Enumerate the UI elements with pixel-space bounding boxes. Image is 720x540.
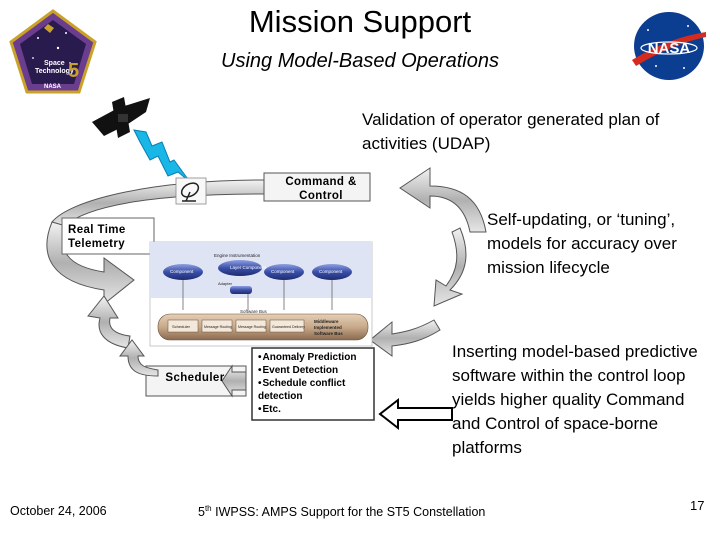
footer-date: October 24, 2006 <box>10 504 107 518</box>
scheduler-arrow <box>221 364 247 398</box>
bus-box-1: Scheduler <box>172 324 191 329</box>
scheduler-up-arrow <box>119 339 159 377</box>
command-control-label: Command & Control <box>276 175 366 203</box>
real-time-line-2: Telemetry <box>68 238 126 250</box>
nasa-wordmark: NASA <box>648 40 691 57</box>
middleware-line-1: Middleware <box>314 319 339 324</box>
arch-component-1: Component <box>170 269 194 274</box>
feature-list: Anomaly Prediction Event Detection Sched… <box>258 351 373 416</box>
scheduler-loop-arrow <box>87 295 131 349</box>
st5-logo: Space Technology 5 NASA <box>9 9 97 94</box>
insert-pointer-arrow <box>378 397 453 431</box>
command-control-line-2: Control <box>299 190 343 202</box>
callout-inserting: Inserting model-based predictive softwar… <box>452 342 698 457</box>
arch-adapter-label: Adapter <box>218 281 233 286</box>
arch-bus-label: Software Bus <box>240 309 268 314</box>
middleware-line-3: Software Bus <box>314 331 343 336</box>
feature-item: Anomaly Prediction <box>258 351 373 364</box>
bus-box-2: Message Routing <box>204 325 232 329</box>
nasa-logo: NASA <box>632 12 706 80</box>
arch-layer-component: Layer Component <box>230 265 267 270</box>
st5-nasa-text: NASA <box>44 84 62 90</box>
bus-box-3: Message Routing <box>238 325 266 329</box>
ground-station-icon <box>175 177 207 205</box>
real-time-telemetry-label: Real Time Telemetry <box>68 223 158 251</box>
conference-title: IWPSS: AMPS Support for the ST5 Constell… <box>211 505 486 520</box>
slide-title: Mission Support <box>248 4 472 39</box>
feature-item: Etc. <box>258 403 373 416</box>
st5-text-1: Space <box>44 60 65 67</box>
arch-component-2: Component <box>271 269 295 274</box>
self-update-arrow-bottom <box>369 319 441 357</box>
conference-number: 5 <box>198 505 205 520</box>
footer-conference: 5th IWPSS: AMPS Support for the ST5 Cons… <box>198 504 485 519</box>
middleware-line-2: Implemented <box>314 325 342 330</box>
st5-number: 5 <box>68 60 79 82</box>
command-loop-arrow <box>399 167 487 233</box>
real-time-line-1: Real Time <box>68 224 126 236</box>
satellite-icon <box>92 97 150 138</box>
st5-text-2: Technology <box>35 68 74 75</box>
self-update-arrow-top <box>433 227 467 307</box>
callout-self-updating: Self-updating, or ‘tuning’, models for a… <box>487 210 677 277</box>
lightning-bolt-icon <box>133 129 191 183</box>
scheduler-label: Scheduler <box>165 372 225 384</box>
architecture-diagram: Engine Instrumentation Component Layer C… <box>149 241 373 347</box>
callout-validation: Validation of operator generated plan of… <box>362 110 660 153</box>
page-number: 17 <box>690 498 705 513</box>
feature-item: Schedule conflict detection <box>258 377 373 403</box>
slide-subtitle: Using Model-Based Operations <box>221 50 499 72</box>
arch-top-label: Engine Instrumentation <box>214 253 261 258</box>
command-control-line-1: Command & <box>285 176 357 188</box>
arch-component-3: Component <box>319 269 343 274</box>
bus-box-4: Guaranteed Delivery <box>272 325 305 329</box>
conference-superscript: th <box>204 504 212 513</box>
feature-item: Event Detection <box>258 364 373 377</box>
